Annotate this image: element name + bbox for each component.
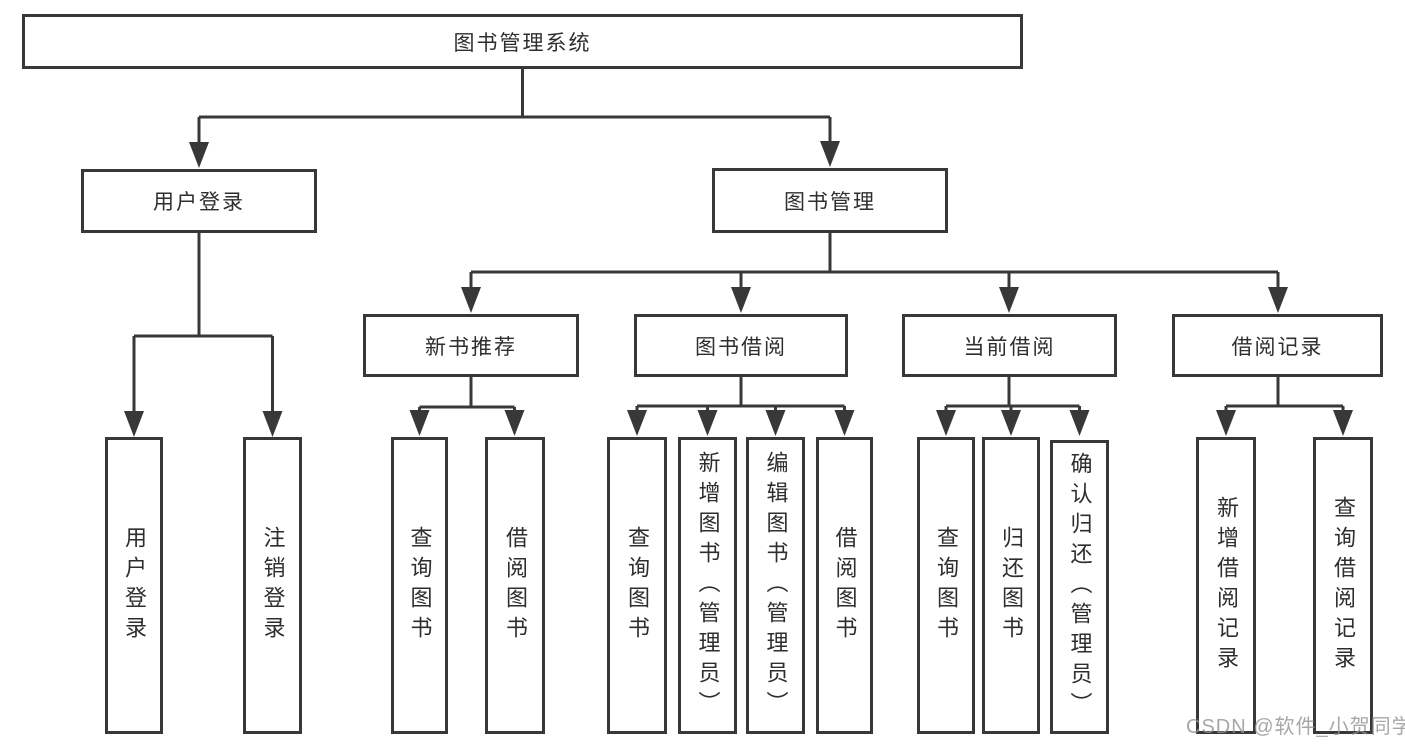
- csdn-watermark: CSDN @软件_小贺同学: [1186, 716, 1405, 738]
- leaf-cb-return-books: 归还图书: [982, 437, 1040, 734]
- node-borrow-records: 借阅记录: [1172, 314, 1383, 377]
- leaf-logout: 注销登录: [243, 437, 302, 734]
- leaf-nbr-borrow-books: 借阅图书: [485, 437, 545, 734]
- leaf-bb-borrow-books: 借阅图书: [816, 437, 873, 734]
- node-user-login: 用户登录: [81, 169, 317, 233]
- node-root-library-system: 图书管理系统: [22, 14, 1023, 69]
- node-current-borrow: 当前借阅: [902, 314, 1117, 377]
- node-new-book-recommend: 新书推荐: [363, 314, 579, 377]
- leaf-bb-add-books-admin: 新增图书（管理员）: [678, 437, 737, 734]
- leaf-bb-query-books: 查询图书: [607, 437, 667, 734]
- node-book-management: 图书管理: [712, 168, 948, 233]
- leaf-bb-edit-books-admin: 编辑图书（管理员）: [746, 437, 805, 734]
- leaf-nbr-query-books: 查询图书: [391, 437, 448, 734]
- leaf-cb-query-books: 查询图书: [917, 437, 975, 734]
- arrowheads: [124, 141, 1353, 437]
- leaf-cb-confirm-return-admin: 确认归还（管理员）: [1050, 440, 1109, 734]
- leaf-user-login: 用户登录: [105, 437, 163, 734]
- node-book-borrow: 图书借阅: [634, 314, 848, 377]
- leaf-br-query-record: 查询借阅记录: [1313, 437, 1373, 734]
- leaf-br-add-record: 新增借阅记录: [1196, 437, 1256, 734]
